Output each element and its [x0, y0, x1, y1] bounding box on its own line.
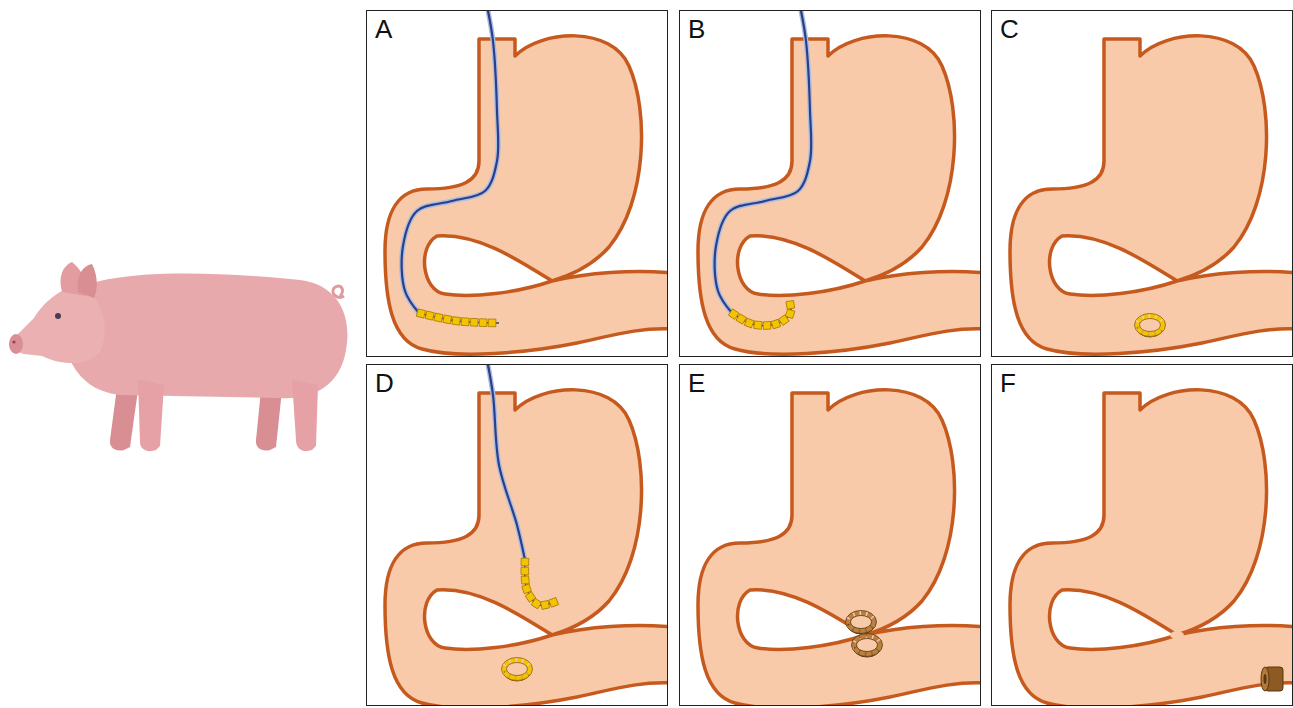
magnet-segment — [521, 558, 529, 566]
anastomosis-opening — [1170, 631, 1184, 639]
magnet-segment — [763, 321, 771, 329]
stomach-illustration — [992, 11, 1293, 357]
stomach-illustration — [367, 11, 668, 357]
stomach-illustration — [992, 365, 1293, 706]
step-panel: D — [366, 364, 668, 706]
step-panel: C — [991, 10, 1293, 357]
panel-letter: D — [375, 370, 394, 396]
magnet-ring — [1135, 314, 1166, 338]
panel-letter: F — [1000, 370, 1016, 396]
magnet-segment — [521, 567, 529, 575]
pig-illustration — [0, 0, 370, 708]
magnet-segment — [434, 313, 443, 322]
magnet-segment — [521, 576, 529, 584]
panel-letter: C — [1000, 16, 1019, 42]
magnet-ring — [1261, 667, 1283, 691]
magnet-segment — [531, 598, 542, 609]
step-panel: B — [679, 10, 981, 357]
magnet-segment — [461, 318, 469, 326]
magnet-segment — [541, 600, 550, 609]
stomach-duodenum-outline — [1010, 36, 1293, 354]
endoscope — [715, 11, 812, 329]
stomach-duodenum-outline — [385, 36, 668, 354]
pig-figure — [9, 262, 347, 451]
endoscope — [402, 11, 499, 327]
step-panel: A — [366, 10, 668, 357]
step-panel: F — [991, 364, 1293, 706]
magnet-segment — [736, 314, 746, 324]
magnet-ring — [852, 634, 883, 658]
step-panel: E — [679, 364, 981, 706]
magnet-segment — [785, 309, 795, 319]
magnet-ring — [846, 611, 877, 635]
stomach-duodenum-outline — [698, 36, 981, 354]
magnet-segment — [425, 311, 434, 320]
magnet-segment — [416, 309, 425, 318]
magnet-segment — [754, 321, 762, 329]
stomach-illustration — [680, 11, 981, 357]
magnet-segment — [522, 584, 532, 594]
endoscope — [487, 365, 559, 609]
stomach-illustration — [367, 365, 668, 706]
magnet-ring — [502, 658, 533, 682]
magnet-segment — [470, 318, 478, 326]
magnet-segment — [786, 300, 795, 309]
magnet-segment — [744, 318, 754, 328]
stomach-illustration — [680, 365, 981, 706]
magnet-segment — [443, 315, 452, 324]
magnet-segment — [452, 317, 461, 326]
magnet-segment — [549, 597, 559, 607]
magnet-segment — [479, 319, 487, 327]
panel-letter: B — [688, 16, 705, 42]
panel-letter: A — [375, 16, 392, 42]
stomach-duodenum-outline — [1010, 390, 1293, 706]
stomach-duodenum-outline — [385, 390, 668, 706]
panel-letter: E — [688, 370, 705, 396]
stomach-duodenum-outline — [698, 390, 981, 706]
magnet-segment — [488, 319, 496, 327]
